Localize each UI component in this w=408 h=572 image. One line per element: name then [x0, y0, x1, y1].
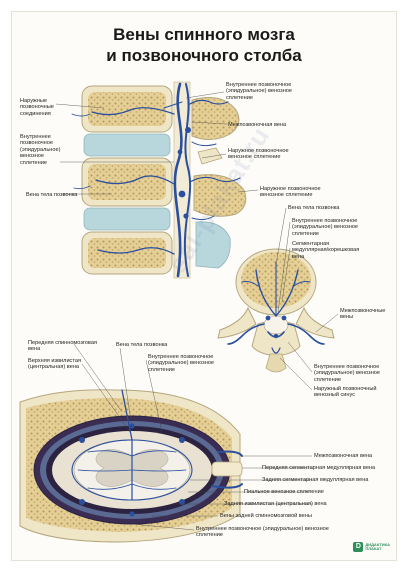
label-vertebral-body-vein-bottom: Вена тела позвонка — [116, 342, 168, 348]
label-posterior-segmental-medullary-vein: Задняя сегментарная медуллярная вена — [262, 477, 369, 483]
label-segmental-medullary-vein: Сегментарная медуллярная/корешковая вена — [292, 241, 360, 260]
poster: Вены спинного мозга и позвоночного столб… — [12, 12, 396, 560]
spinal-cord-cross-section — [19, 389, 243, 543]
poster-title-line-2: и позвоночного столба — [106, 46, 302, 65]
logo-mark-icon: D — [353, 542, 364, 552]
intervertebral-disc-2 — [83, 207, 171, 231]
label-anterior-spinal-vein: Передняя спинномозговая вена — [28, 340, 97, 353]
label-intervertebral-vein-bottom: Межпозвоночная вена — [314, 453, 373, 459]
sagittal-column-section — [71, 81, 247, 279]
label-upper-tortuous-vein: Верхняя извилистая (центральная) вена — [28, 358, 81, 371]
label-intervertebral-veins-mid: Межпозвоночные вены — [340, 308, 386, 321]
poster-title-line-1: Вены спинного мозга — [113, 25, 295, 44]
label-outer-connections: Наружные позвоночные соединения — [20, 98, 54, 117]
transverse-vertebra-section — [217, 248, 335, 373]
logo-text: ДИДАКТИКА ПЛАКАТ — [365, 541, 390, 551]
label-posterior-spinal-veins: Вены задней спинномозговой вены — [220, 513, 312, 519]
label-outer-plexus-mid: Наружное позвоночное венозное сплетение — [260, 186, 321, 199]
label-vertebral-body-vein-left: Вена тела позвонка — [26, 192, 78, 198]
label-posterior-tortuous-vein: Задняя извилистая (центральная) вена — [224, 501, 327, 507]
label-inner-epidural-plexus-left: Внутреннее позвоночное (эпидуральное) ве… — [20, 134, 61, 166]
anatomy-illustrations — [19, 81, 339, 543]
label-intervertebral-vein-top: Межпозвоночная вена — [228, 122, 287, 128]
intervertebral-disc-1 — [83, 133, 171, 157]
label-inner-plexus-top-right: Внутреннее позвоночное (эпидуральное) ве… — [226, 82, 293, 101]
label-outer-plexus-top-right: Наружное позвоночное венозное сплетение — [228, 148, 289, 161]
leader-lines — [55, 91, 339, 531]
label-inner-plexus-bottom-last: Внутреннее позвоночное (эпидуральное) ве… — [196, 526, 329, 539]
label-pial-venous-plexus: Пиальное венозное сплетение — [244, 489, 324, 495]
publisher-logo: D ДИДАКТИКА ПЛАКАТ — [353, 542, 390, 552]
label-vertebral-body-vein-mid: Вена тела позвонка — [288, 205, 340, 211]
label-outer-sinus: Наружный позвоночный венозный синус — [314, 386, 377, 399]
label-inner-plexus-bottom: Внутреннее позвоночное (эпидуральное) ве… — [148, 354, 215, 373]
label-anterior-segmental-medullary-vein: Передняя сегментарная медуллярная вена — [262, 465, 376, 471]
label-inner-plexus-mid: Внутреннее позвоночное (эпидуральное) ве… — [292, 218, 359, 237]
label-inner-plexus-mid-low: Внутреннее позвоночное (эпидуральное) ве… — [314, 364, 381, 383]
vertebral-body-1 — [81, 85, 173, 133]
